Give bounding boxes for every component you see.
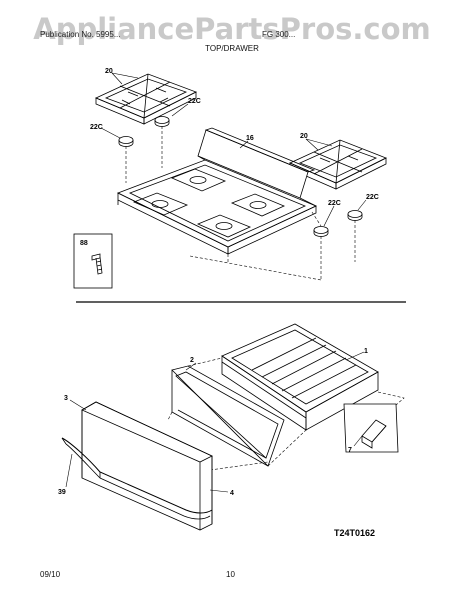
drawer-handle [61,437,213,520]
rubber-foot [118,136,134,144]
diagram-code: T24T0162 [334,528,376,538]
screw-icon [91,253,103,275]
rubber-foot [313,226,329,234]
section-title: TOP/DRAWER [205,44,259,53]
callout-20-right: 20 [300,133,308,140]
callout-3: 3 [64,395,68,402]
callout-22c-d: 22C [328,200,341,207]
drawer-glide-icon [361,419,387,449]
watermark: AppliancePartsPros.com [33,12,431,46]
drawer-front [81,401,213,531]
model-header: FG 300... [262,30,296,39]
callout-39: 39 [58,489,66,496]
publication-header: Publication No. 5995... [40,30,121,39]
drawer-inner-panel [171,365,285,467]
callout-22c-a: 22C [188,98,201,105]
main-top-cooktop [116,127,317,255]
callout-1: 1 [364,348,368,355]
callout-16: 16 [246,135,254,142]
page-number: 10 [226,570,235,579]
callout-88: 88 [80,240,88,247]
screw-detail-box [73,233,113,289]
rubber-foot [154,116,170,124]
footer-date: 09/10 [40,570,61,579]
callout-7: 7 [348,447,352,454]
left-burner-grate [95,73,197,125]
callout-22c-c: 22C [366,194,379,201]
rubber-foot [347,210,363,218]
callout-2: 2 [190,357,194,364]
callout-20-left: 20 [105,68,113,75]
callout-22c-b: 22C [90,124,103,131]
callout-4: 4 [230,490,234,497]
